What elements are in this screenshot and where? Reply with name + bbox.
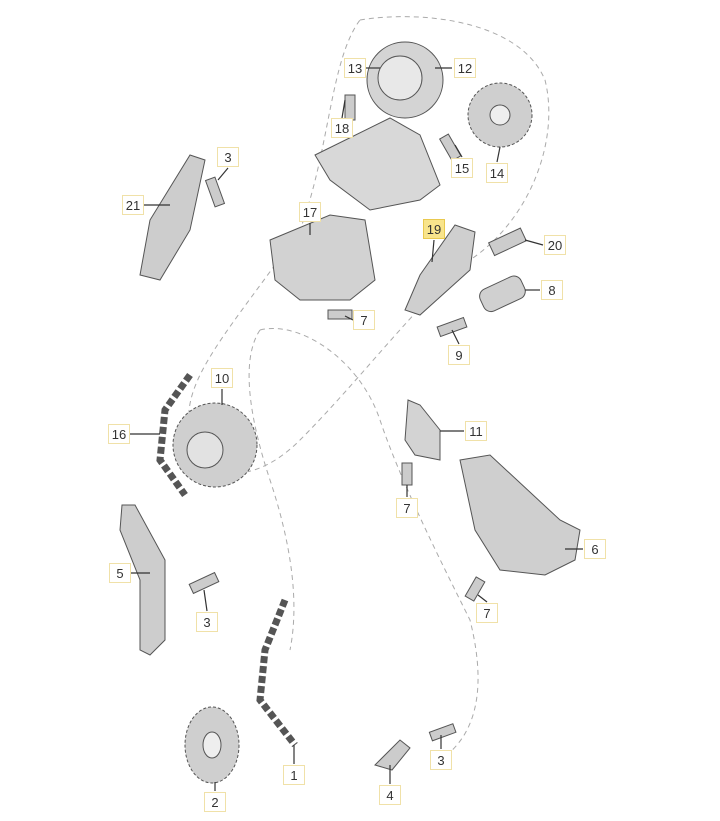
pin-3-mid (188, 571, 220, 595)
bracket-17 (269, 214, 376, 301)
callout-19[interactable]: 19 (423, 219, 445, 239)
callout-10[interactable]: 10 (211, 368, 233, 388)
callout-11[interactable]: 11 (465, 421, 487, 441)
callout-8[interactable]: 8 (541, 280, 563, 300)
callout-3[interactable]: 3 (217, 147, 239, 167)
callout-15[interactable]: 15 (451, 158, 473, 178)
callout-3[interactable]: 3 (196, 612, 218, 632)
bracket-plate-part (314, 117, 441, 211)
guide-rail-21 (139, 154, 206, 281)
guide-rail-5 (119, 504, 166, 656)
callout-21[interactable]: 21 (122, 195, 144, 215)
callout-20[interactable]: 20 (544, 235, 566, 255)
callout-4[interactable]: 4 (379, 785, 401, 805)
bolt-9 (436, 316, 468, 338)
bracket-11 (404, 399, 441, 461)
pin-3-top (204, 176, 226, 208)
callout-7[interactable]: 7 (396, 498, 418, 518)
chain-1 (256, 598, 298, 748)
tensioner-rail-19 (404, 224, 476, 316)
callout-5[interactable]: 5 (109, 563, 131, 583)
pin-20 (487, 227, 527, 257)
bolt-7c (464, 576, 486, 602)
callout-3[interactable]: 3 (430, 750, 452, 770)
sprocket-10 (172, 402, 258, 488)
callout-14[interactable]: 14 (486, 163, 508, 183)
callout-1[interactable]: 1 (283, 765, 305, 785)
tensioner-4 (374, 739, 411, 771)
callout-16[interactable]: 16 (108, 424, 130, 444)
camshaft-sprocket-part (467, 82, 533, 148)
callout-2[interactable]: 2 (204, 792, 226, 812)
callout-18[interactable]: 18 (331, 118, 353, 138)
callout-17[interactable]: 17 (299, 202, 321, 222)
callout-13[interactable]: 13 (344, 58, 366, 78)
pin-3-bottom (428, 723, 457, 742)
callout-7[interactable]: 7 (476, 603, 498, 623)
bolt-7b (401, 462, 413, 486)
callout-12[interactable]: 12 (454, 58, 476, 78)
callout-9[interactable]: 9 (448, 345, 470, 365)
chain-16 (156, 372, 193, 498)
sprocket-2 (184, 706, 240, 784)
leader-lines (130, 67, 583, 791)
bolt-7a (327, 309, 353, 320)
callout-7[interactable]: 7 (353, 310, 375, 330)
tensioner-8 (479, 275, 526, 313)
callout-6[interactable]: 6 (584, 539, 606, 559)
bolt-13 (344, 94, 356, 121)
housing-6 (459, 454, 581, 576)
camshaft-adjuster-part (366, 41, 444, 119)
bolt-15 (438, 133, 462, 162)
